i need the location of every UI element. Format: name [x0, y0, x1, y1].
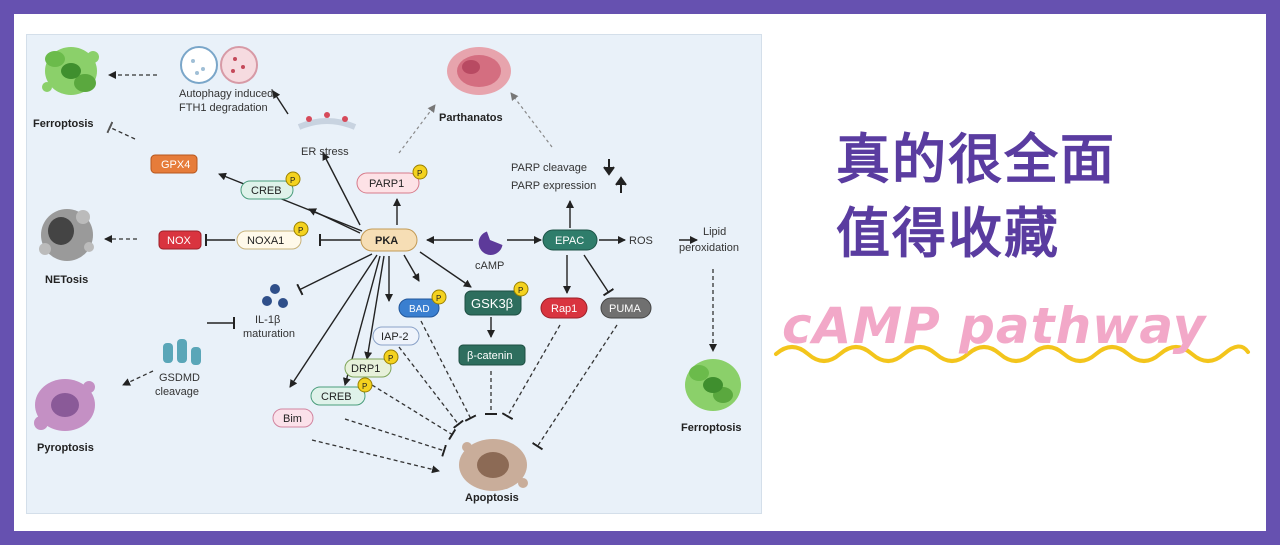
svg-text:P: P	[417, 169, 422, 178]
il1b-label-line1: IL-1β	[255, 314, 280, 326]
svg-text:P: P	[290, 176, 295, 185]
autophagy-label-line2: FTH1 degradation	[179, 102, 268, 114]
ferroptosis-right-icon	[685, 359, 741, 411]
lipid-label-line1: Lipid	[703, 226, 726, 238]
node-epac: EPAC	[542, 229, 598, 251]
gsdmd-icon	[163, 339, 201, 365]
svg-text:P: P	[436, 294, 441, 303]
ros-label: ROS	[629, 235, 653, 247]
node-beta-catenin: β-catenin	[458, 344, 526, 366]
node-nox: NOX	[158, 230, 202, 250]
down-arrow-icon	[603, 159, 615, 176]
svg-text:EPAC: EPAC	[555, 235, 584, 247]
svg-text:NOX: NOX	[167, 235, 192, 247]
node-pka: PKA	[360, 228, 418, 252]
dashed-edges	[104, 71, 717, 474]
svg-text:Bim: Bim	[283, 413, 302, 425]
svg-text:P: P	[388, 354, 393, 363]
node-drp1: DRP1 P	[344, 349, 399, 378]
ferroptosis-left-label: Ferroptosis	[33, 118, 94, 130]
il1b-icon	[262, 284, 288, 308]
svg-text:GPX4: GPX4	[161, 159, 190, 171]
diagram-canvas: Ferroptosis NETosis Pyroptosis Parthanat…	[33, 46, 742, 504]
apoptosis-label: Apoptosis	[465, 492, 519, 504]
il1b-label-line2: maturation	[243, 328, 295, 340]
gsdmd-label-line1: GSDMD	[159, 372, 200, 384]
svg-text:IAP-2: IAP-2	[381, 331, 409, 343]
node-creb-bottom: CREB P	[310, 377, 373, 406]
autophagy-label-line1: Autophagy induced	[179, 88, 273, 100]
svg-text:P: P	[362, 382, 367, 391]
node-gsk3b: GSK3β P	[464, 281, 529, 316]
svg-text:BAD: BAD	[409, 304, 430, 315]
node-iap2: IAP-2	[372, 326, 420, 346]
netosis-icon	[39, 209, 94, 261]
yellow-wave-decoration	[774, 344, 1250, 363]
lipid-label-line2: peroxidation	[679, 242, 739, 254]
er-stress-label: ER stress	[301, 146, 349, 158]
pyroptosis-icon	[34, 379, 95, 431]
parthanatos-icon	[447, 47, 511, 95]
svg-text:PARP1: PARP1	[369, 178, 404, 190]
parthanatos-label: Parthanatos	[439, 112, 503, 124]
node-bad: BAD P	[398, 289, 447, 318]
pyroptosis-label: Pyroptosis	[37, 442, 94, 454]
gsdmd-label-line2: cleavage	[155, 386, 199, 398]
svg-text:DRP1: DRP1	[351, 363, 380, 375]
svg-text:GSK3β: GSK3β	[471, 296, 513, 311]
title-line-2: 值得收藏	[836, 202, 1060, 265]
ferroptosis-right-label: Ferroptosis	[681, 422, 742, 434]
node-gpx4: GPX4	[150, 154, 198, 174]
dashed-grey-edges	[398, 92, 553, 154]
svg-text:CREB: CREB	[251, 185, 282, 197]
netosis-label: NETosis	[45, 274, 88, 286]
svg-text:PKA: PKA	[375, 235, 398, 247]
title-line-1: 真的很全面	[836, 128, 1116, 191]
parp-cleavage-label: PARP cleavage	[511, 162, 587, 174]
node-parp1: PARP1 P	[356, 164, 428, 194]
svg-text:P: P	[298, 226, 303, 235]
apoptosis-icon	[459, 439, 528, 491]
autophagy-icon	[180, 46, 258, 84]
solid-edges	[205, 90, 698, 388]
ferroptosis-left-icon	[42, 47, 99, 95]
svg-text:P: P	[518, 286, 523, 295]
node-puma: PUMA	[600, 297, 652, 319]
node-noxa1: NOXA1 P	[236, 221, 309, 250]
svg-text:NOXA1: NOXA1	[247, 235, 284, 247]
camp-pathway-diagram: Ferroptosis NETosis Pyroptosis Parthanat…	[26, 34, 762, 514]
node-bim: Bim	[272, 408, 314, 428]
camp-icon	[478, 231, 503, 255]
camp-label: cAMP	[475, 260, 504, 272]
node-creb-top: CREB P	[240, 171, 301, 200]
svg-text:Rap1: Rap1	[551, 303, 577, 315]
er-stress-icon	[297, 112, 357, 130]
svg-text:PUMA: PUMA	[609, 303, 641, 315]
svg-text:CREB: CREB	[321, 391, 352, 403]
node-rap1: Rap1	[540, 297, 588, 319]
subtitle: cAMP pathway	[782, 297, 1207, 355]
up-arrow-icon	[615, 176, 627, 193]
parp-expression-label: PARP expression	[511, 180, 596, 192]
svg-text:β-catenin: β-catenin	[467, 350, 512, 362]
